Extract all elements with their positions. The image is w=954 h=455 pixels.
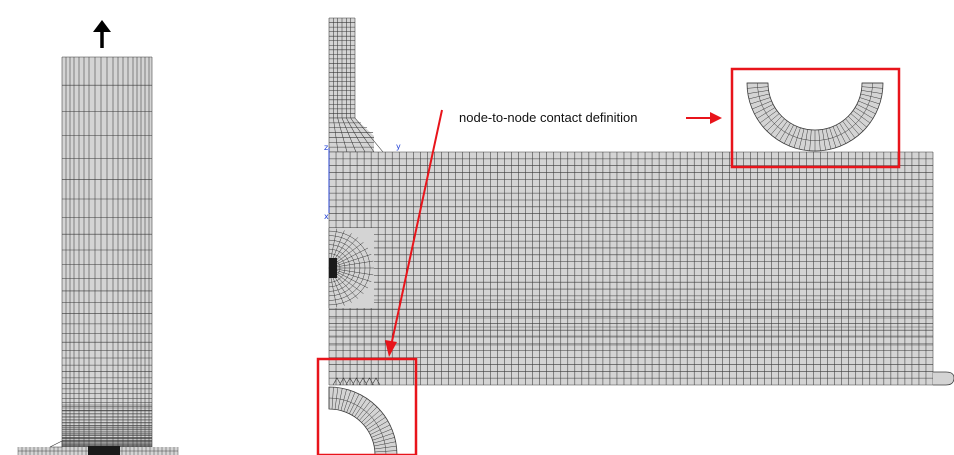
left-specimen-mesh bbox=[17, 56, 179, 455]
callout-arrow-right bbox=[686, 112, 722, 124]
radial-hole-mesh bbox=[328, 228, 374, 308]
triad-x-label: x bbox=[324, 212, 329, 221]
contact-box-top bbox=[730, 67, 901, 169]
main-plate-mesh bbox=[328, 151, 954, 386]
callout-arrow-down bbox=[385, 109, 443, 357]
triad-y-label: y bbox=[396, 142, 401, 151]
top-roller-mesh bbox=[746, 82, 884, 152]
bottom-roller-mesh bbox=[328, 386, 398, 455]
contact-callout-label: node-to-node contact definition bbox=[459, 110, 638, 125]
arrow-up-icon bbox=[93, 20, 111, 48]
contact-box-bottom bbox=[316, 357, 418, 455]
coordinate-triad: z y x bbox=[324, 142, 401, 221]
triad-z-label: z bbox=[324, 143, 328, 152]
upper-tab-mesh bbox=[328, 17, 384, 153]
